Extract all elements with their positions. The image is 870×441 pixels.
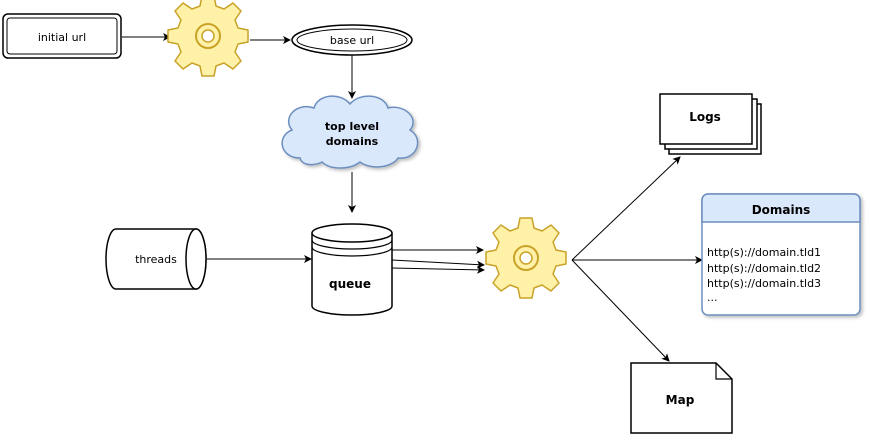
logs-node: Logs (659, 93, 762, 155)
domains-item-1: http(s)://domain.tld1 (707, 246, 821, 259)
threads-label: threads (135, 253, 177, 266)
base-url-node: base url (291, 24, 413, 56)
domains-item-2: http(s)://domain.tld2 (707, 262, 821, 275)
edge-queue-to-gear2-c (391, 265, 485, 274)
initial-url-node: initial url (2, 13, 122, 59)
domains-item-4: ... (707, 291, 718, 304)
edges (122, 33, 703, 362)
map-node: Map (630, 362, 733, 434)
queue-node: queue (311, 223, 393, 316)
top-level-domains-cloud (281, 95, 419, 169)
domains-node (701, 193, 861, 316)
map-label: Map (666, 393, 695, 407)
edge-gear2-to-map (571, 259, 670, 362)
domains-item-3: http(s)://domain.tld3 (707, 277, 821, 290)
domains-title: Domains (752, 203, 811, 217)
gear-icon (167, 0, 249, 77)
edge-gear2-to-logs (571, 156, 681, 261)
gear-icon (485, 217, 567, 299)
tld-label-line2: domains (326, 135, 379, 148)
edge-queue-to-gear2-b (391, 259, 485, 269)
threads-node: threads (105, 228, 207, 290)
initial-url-label: initial url (38, 31, 86, 44)
tld-label-line1: top level (325, 120, 379, 133)
base-url-label: base url (330, 34, 374, 47)
queue-label: queue (329, 277, 371, 291)
logs-label: Logs (689, 110, 721, 124)
